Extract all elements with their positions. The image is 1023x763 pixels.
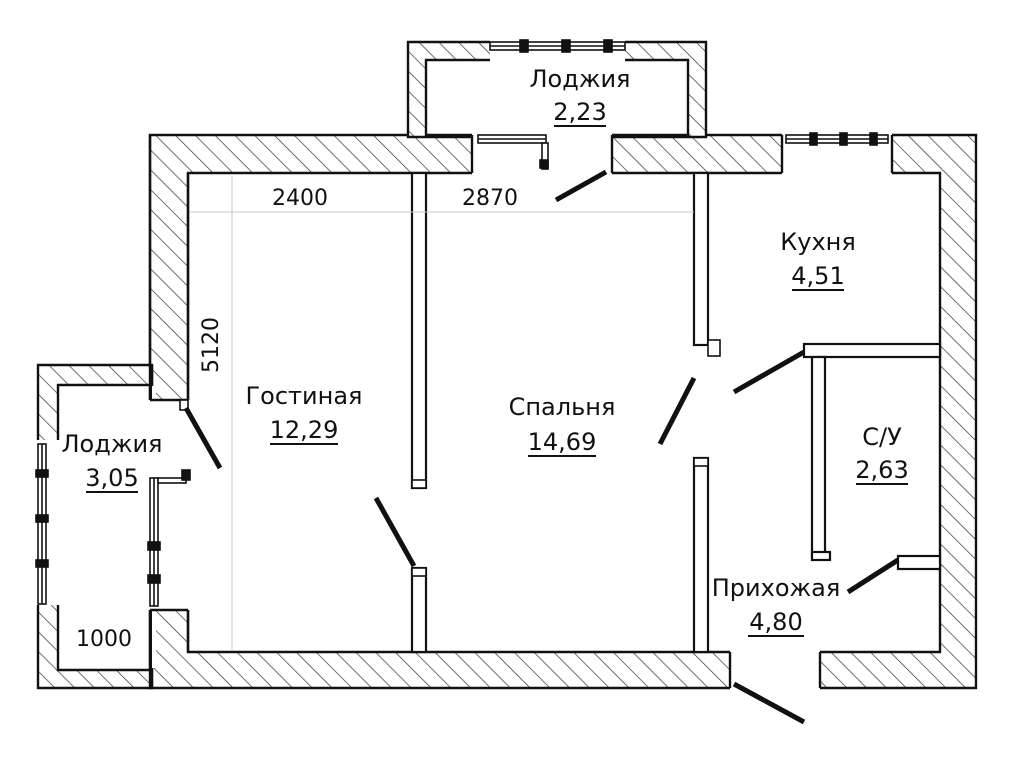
room-name-loggia-top: Лоджия — [530, 65, 631, 93]
window-kitchen — [785, 132, 889, 146]
room-area-bedroom: 14,69 — [528, 428, 597, 456]
room-name-bedroom: Спальня — [509, 393, 616, 421]
room-name-loggia-left: Лоджия — [62, 430, 163, 458]
dimension-bedroom-width: 2870 — [462, 186, 518, 211]
window-loggia-left — [35, 443, 49, 605]
room-area-loggia-top: 2,23 — [553, 98, 606, 126]
door-frame-living-loggia — [147, 469, 191, 607]
dimension-living-width: 2400 — [272, 186, 328, 211]
room-name-bathroom: С/У — [862, 423, 902, 451]
dimension-loggia-width: 1000 — [76, 627, 132, 652]
door-jambs — [179, 339, 721, 577]
room-name-hallway: Прихожая — [712, 574, 841, 602]
interior-walls — [410, 171, 942, 654]
room-name-kitchen: Кухня — [780, 228, 856, 256]
room-area-kitchen: 4,51 — [791, 262, 844, 290]
door-leaves — [183, 169, 900, 725]
window-top-loggia — [489, 39, 626, 53]
door-frame-bedroom-loggia — [477, 134, 549, 170]
dimension-living-depth: 5120 — [199, 317, 224, 373]
room-name-living: Гостиная — [246, 382, 363, 410]
room-area-living: 12,29 — [270, 416, 339, 444]
room-area-hallway: 4,80 — [749, 608, 802, 636]
dimension-guides — [190, 176, 694, 650]
room-area-loggia-left: 3,05 — [85, 464, 138, 492]
wall-edges — [148, 135, 894, 688]
room-area-bathroom: 2,63 — [855, 456, 908, 484]
